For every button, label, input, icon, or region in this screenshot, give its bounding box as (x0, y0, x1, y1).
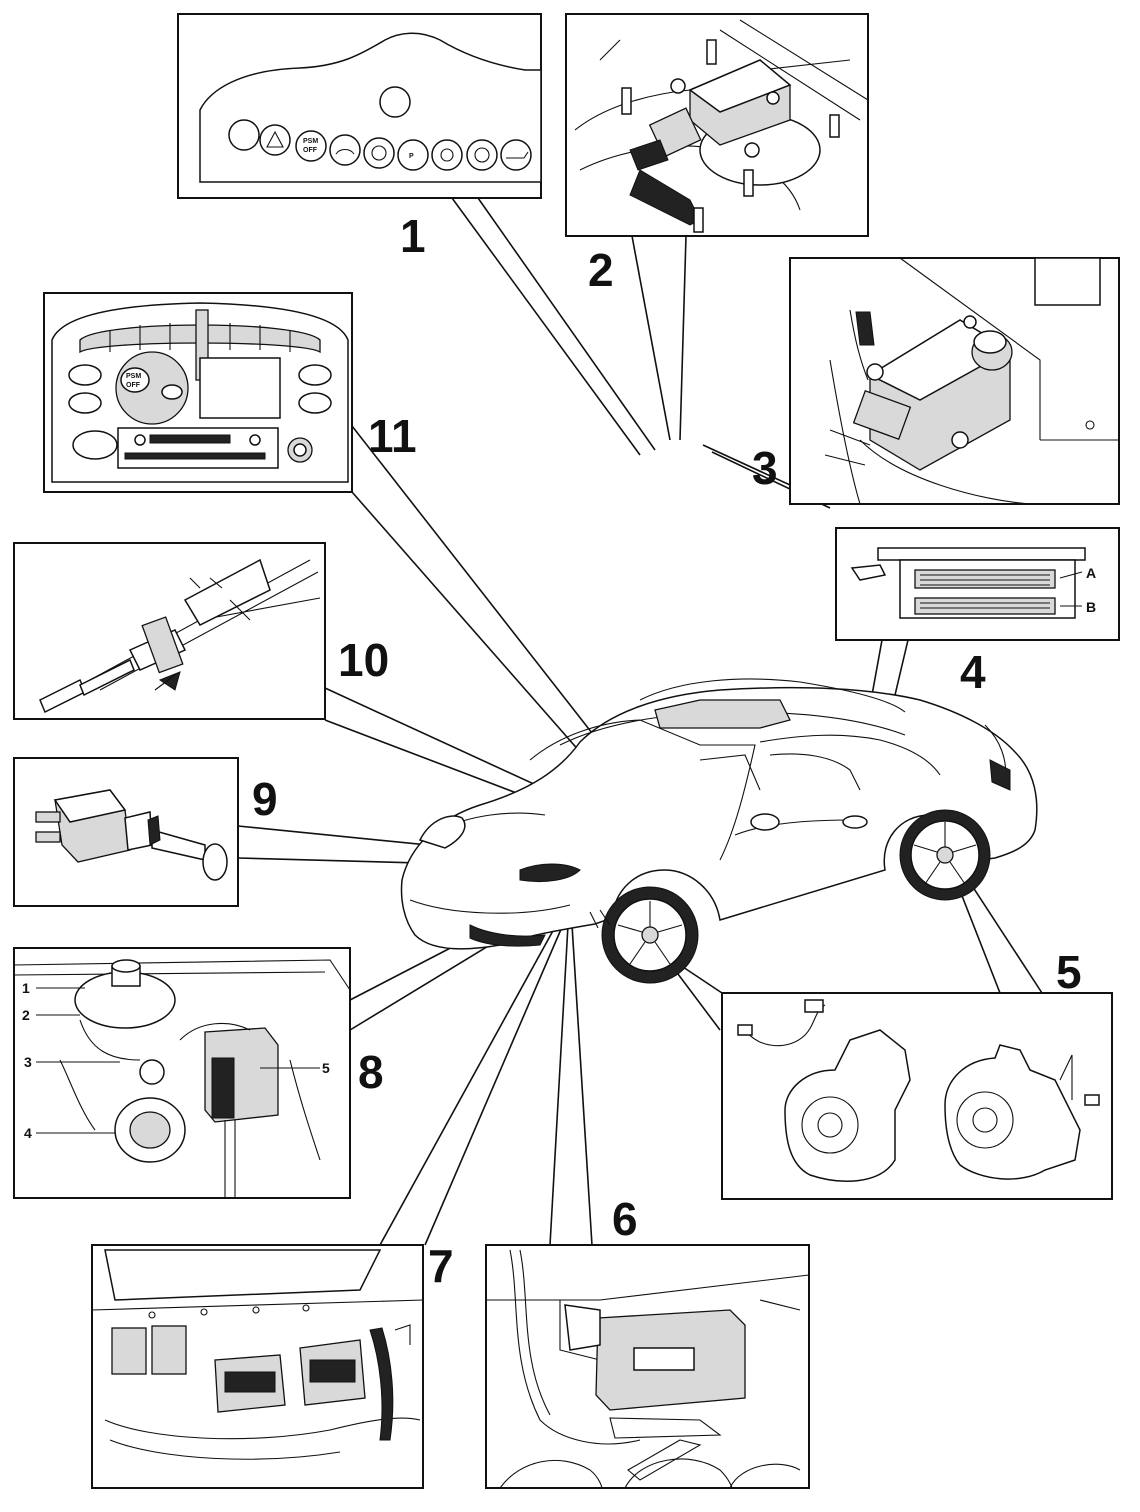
panel-10-pedal-sensor (13, 542, 326, 720)
panel-2-yaw-rate-sensor (565, 13, 869, 237)
panel-9-brake-light-switch (13, 757, 239, 907)
callout-6: 6 (612, 1193, 638, 1245)
svg-text:OFF: OFF (303, 147, 318, 154)
brake-warning-icon (363, 137, 395, 169)
car-body (400, 678, 1038, 984)
part-3-label: 3 (24, 1054, 32, 1070)
callout-4: 4 (960, 646, 986, 698)
callout-1: 1 (400, 210, 426, 262)
callout-10: 10 (338, 634, 389, 686)
svg-text:PSM: PSM (303, 138, 318, 145)
panel-4-control-unit: A B (835, 527, 1120, 641)
callout-7: 7 (428, 1240, 454, 1292)
part-5-label: 5 (322, 1060, 330, 1076)
part-1-label: 1 (22, 980, 30, 996)
warning-light-blank (228, 119, 260, 151)
psm-off-warning-icon (295, 130, 327, 162)
psm-off-button (120, 367, 150, 393)
connector-b-label: B (1086, 599, 1096, 615)
callout-2: 2 (588, 244, 614, 296)
panel-6-control-unit-underbody (485, 1244, 810, 1489)
panel-7-relay-carrier (91, 1244, 424, 1489)
panel-1-warning-lights: PSM OFF P (177, 13, 542, 199)
callout-5: 5 (1056, 946, 1082, 998)
part-4-label: 4 (24, 1125, 32, 1141)
callout-8: 8 (358, 1046, 384, 1098)
panel-3-lateral-acceleration-sensor (789, 257, 1120, 505)
oil-pressure-icon (500, 139, 532, 171)
callout-3: 3 (752, 442, 778, 494)
part-2-label: 2 (22, 1007, 30, 1023)
callout-11: 11 (368, 410, 417, 462)
parking-brake-icon (397, 139, 429, 171)
panel-11-psm-switch-console: PSM OFF (43, 292, 353, 493)
brake-pad-wear-icon (431, 139, 463, 171)
svg-text:P: P (409, 153, 414, 160)
callout-numbers: 1 2 3 4 5 6 7 8 9 10 11 (252, 210, 1082, 1292)
callout-9: 9 (252, 773, 278, 825)
connector-a-label: A (1086, 565, 1096, 581)
abs-warning-icon (466, 139, 498, 171)
indicator-light-blank (379, 86, 411, 118)
svg-text:PSM: PSM (126, 373, 141, 380)
svg-text:OFF: OFF (126, 382, 141, 389)
panel-8-hydraulic-unit: 1 2 3 4 5 (13, 947, 351, 1199)
hazard-warning-icon (259, 124, 291, 156)
panel-5-wheel-speed-sensors (721, 992, 1113, 1200)
